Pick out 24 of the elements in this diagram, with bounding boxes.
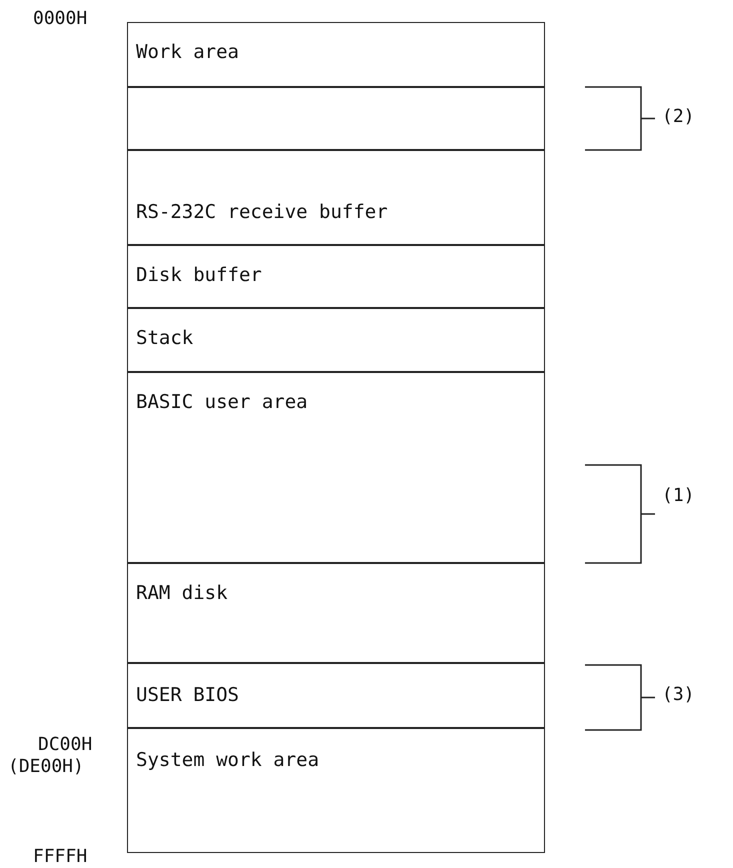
block-label: BASIC user area bbox=[136, 391, 308, 413]
block-label: Work area bbox=[136, 41, 239, 63]
callout-number: (3) bbox=[662, 684, 695, 705]
memory-block bbox=[127, 308, 545, 372]
address-label: 0000H bbox=[33, 8, 88, 29]
memory-block bbox=[127, 663, 545, 728]
block-label: RS-232C receive buffer bbox=[136, 201, 388, 223]
memory-block bbox=[127, 22, 545, 87]
address-label: DC00H bbox=[38, 734, 92, 755]
block-label: USER BIOS bbox=[136, 684, 239, 706]
empty-memory-block bbox=[127, 87, 545, 150]
memory-block bbox=[127, 372, 545, 563]
callout-number: (1) bbox=[662, 485, 695, 506]
address-label: (DE00H) bbox=[8, 756, 84, 777]
block-label: System work area bbox=[136, 749, 320, 771]
memory-block bbox=[127, 563, 545, 663]
block-label: Stack bbox=[136, 327, 194, 349]
block-label: RAM disk bbox=[136, 582, 228, 604]
address-label: FFFFH bbox=[33, 846, 88, 867]
memory-block bbox=[127, 245, 545, 308]
block-label: Disk buffer bbox=[136, 264, 262, 286]
memory-block bbox=[127, 728, 545, 853]
memory-block bbox=[127, 150, 545, 245]
callout-number: (2) bbox=[662, 106, 695, 127]
